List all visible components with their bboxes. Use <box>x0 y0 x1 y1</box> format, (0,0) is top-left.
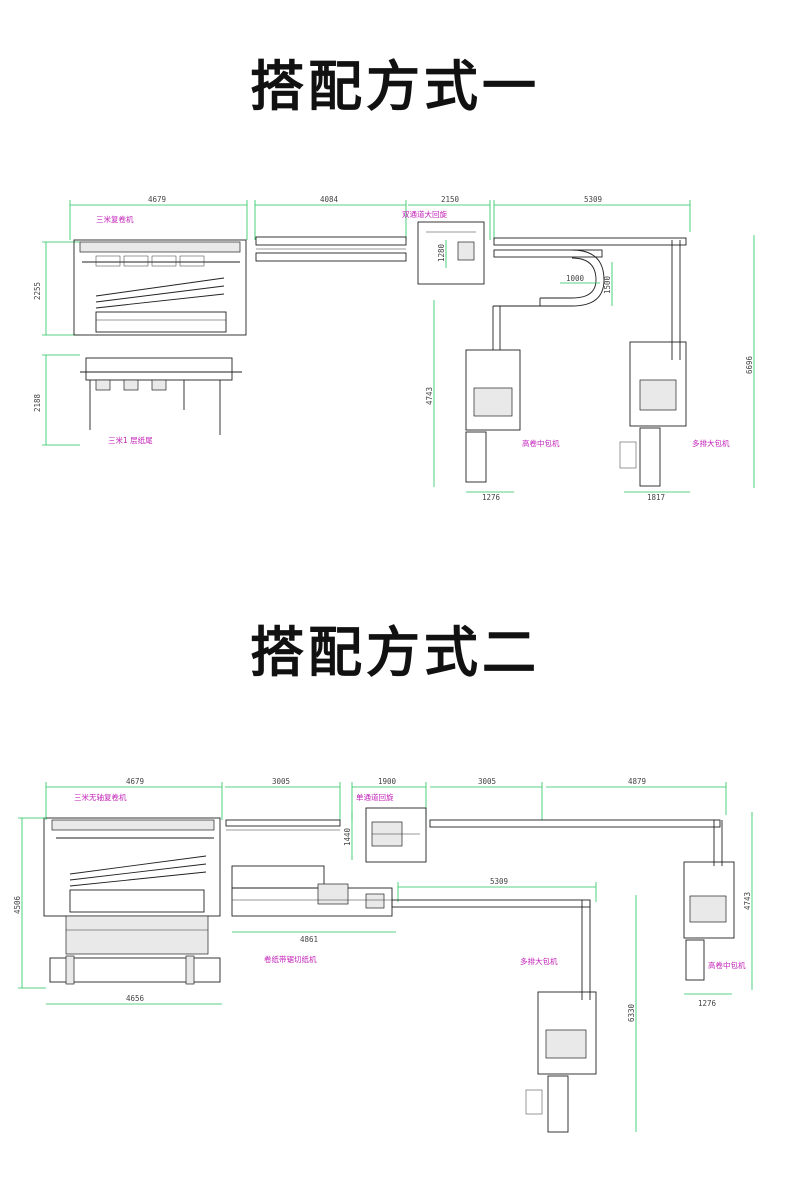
mid-packer-label: 高卷中包机 <box>522 438 560 448</box>
dimension-5309: 5309 <box>493 195 691 240</box>
layout-2-diagram: 4679 3005 1900 3005 4879 三米无轴复卷机 <box>13 777 753 1133</box>
dimension-3005-second: 3005 <box>430 777 543 820</box>
dimension-1276: 1276 <box>684 993 732 1008</box>
svg-text:4743: 4743 <box>743 892 752 910</box>
svg-text:5309: 5309 <box>490 877 508 886</box>
svg-text:3005: 3005 <box>478 777 496 786</box>
dimension-2188: 2188 <box>33 354 80 446</box>
conveyor-1 <box>225 819 341 831</box>
rewinder-label: 三米无轴复卷机 <box>74 792 127 802</box>
dimension-1500: 1500 <box>603 262 613 306</box>
svg-text:3005: 3005 <box>272 777 290 786</box>
mid-packer-label: 高卷中包机 <box>708 960 746 970</box>
band-saw-label: 卷纸带锯切纸机 <box>264 954 317 964</box>
layout-1-diagram: 4679 4084 2150 5309 2255 2188 <box>33 195 755 502</box>
dimension-4743: 4743 <box>743 812 753 990</box>
dimension-4679: 4679 <box>69 195 248 240</box>
dimension-4861: 4861 <box>232 931 396 944</box>
svg-text:4084: 4084 <box>320 195 339 204</box>
dimension-1280: 1280 <box>437 240 447 268</box>
svg-text:1000: 1000 <box>566 274 585 283</box>
svg-text:2255: 2255 <box>33 282 42 300</box>
dimension-2150: 2150 <box>408 195 491 240</box>
turnaround-label: 双通道大回旋 <box>402 209 447 219</box>
svg-text:1276: 1276 <box>698 999 717 1008</box>
layout-1-title: 搭配方式一 <box>250 55 540 118</box>
dimension-3005: 3005 <box>225 777 341 820</box>
svg-text:1817: 1817 <box>647 493 665 502</box>
rewinder-machine <box>43 817 221 985</box>
svg-text:2150: 2150 <box>441 195 460 204</box>
rewinder-machine <box>73 239 247 336</box>
svg-text:6696: 6696 <box>745 355 754 374</box>
svg-text:4861: 4861 <box>300 935 318 944</box>
big-packer-machine <box>619 240 687 487</box>
conveyor-2 <box>429 819 723 866</box>
svg-text:4679: 4679 <box>148 195 166 204</box>
mid-packer-machine <box>465 305 540 483</box>
dimension-4743: 4743 <box>425 300 435 487</box>
layout-2-title: 搭配方式二 <box>250 621 540 684</box>
dimension-6696: 6696 <box>745 235 755 488</box>
dimension-6330: 6330 <box>627 895 637 1132</box>
svg-text:4679: 4679 <box>126 777 144 786</box>
svg-text:4743: 4743 <box>425 387 434 405</box>
svg-text:1900: 1900 <box>378 777 397 786</box>
big-packer-label: 多排大包机 <box>520 956 558 966</box>
turnaround-label: 单通道回旋 <box>356 792 394 802</box>
svg-text:5309: 5309 <box>584 195 602 204</box>
svg-text:1280: 1280 <box>437 243 446 262</box>
conveyor-1 <box>255 236 407 262</box>
dimension-4879: 4879 <box>546 777 727 815</box>
dimension-1276: 1276 <box>466 491 514 502</box>
dimension-1817: 1817 <box>624 491 690 502</box>
dimension-4506: 4506 <box>13 817 46 989</box>
dimension-2255: 2255 <box>33 241 80 336</box>
dimension-1000: 1000 <box>560 274 600 284</box>
svg-text:4656: 4656 <box>126 994 145 1003</box>
svg-text:4506: 4506 <box>13 895 22 914</box>
big-packer-machine <box>525 991 597 1133</box>
svg-text:1500: 1500 <box>603 275 612 294</box>
svg-text:4879: 4879 <box>628 777 646 786</box>
dimension-4084: 4084 <box>254 195 407 240</box>
dimension-4656: 4656 <box>46 994 222 1005</box>
turnaround-unit <box>417 221 485 285</box>
big-packer-label: 多排大包机 <box>692 438 730 448</box>
band-saw-machine <box>231 865 393 917</box>
svg-text:1440: 1440 <box>343 827 352 846</box>
mid-packer-machine <box>683 861 735 981</box>
tail-cutter-label: 三米1 层纸尾 <box>108 435 153 445</box>
rewinder-label: 三米复卷机 <box>96 214 134 224</box>
svg-text:1276: 1276 <box>482 493 501 502</box>
tail-cutter-machine <box>80 357 242 435</box>
conveyor-3 <box>391 899 591 1000</box>
dimension-4679: 4679 <box>45 777 223 820</box>
conveyor-2 <box>493 237 687 307</box>
turnaround-unit <box>365 807 427 863</box>
svg-text:6330: 6330 <box>627 1003 636 1022</box>
dimension-5309: 5309 <box>397 877 597 902</box>
svg-text:2188: 2188 <box>33 393 42 412</box>
dimension-1440: 1440 <box>343 812 353 860</box>
